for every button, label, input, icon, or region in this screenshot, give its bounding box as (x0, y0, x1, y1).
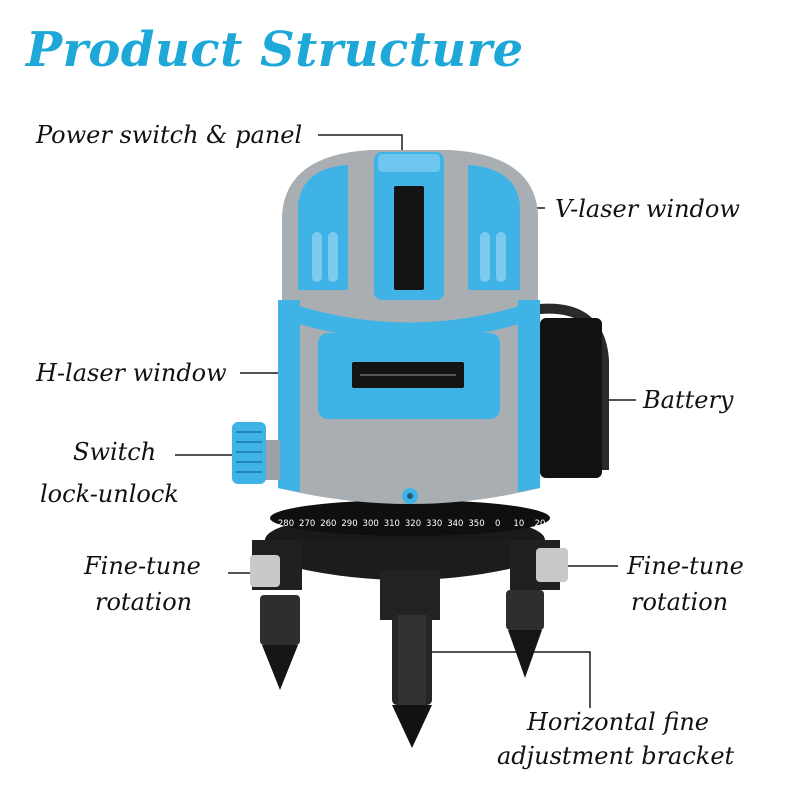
main-body (278, 300, 540, 504)
label-lock-unlock: lock-unlock (40, 480, 179, 508)
dial-tick-label: 350 (468, 519, 484, 529)
rotation-dial: 280 270 260 290 300 310 320 330 340 350 0 10 20 (270, 500, 550, 536)
dial-tick-label: 330 (426, 519, 442, 529)
label-v-laser-window: V-laser window (555, 195, 740, 223)
label-adjustment-bracket: adjustment bracket (497, 742, 735, 770)
dial-tick-label: 280 (278, 519, 294, 529)
dial-tick-label: 0 (495, 519, 500, 529)
label-rotation-left: rotation (95, 588, 193, 616)
label-power-switch: Power switch & panel (36, 121, 303, 149)
dial-tick-label: 320 (405, 519, 421, 529)
dial-tick-label: 270 (299, 519, 315, 529)
leader-bracket (425, 651, 591, 708)
label-fine-tune-right: Fine-tune (627, 552, 744, 580)
dial-tick-label: 10 (513, 519, 524, 529)
dial-tick-label: 310 (384, 519, 400, 529)
label-switch: Switch (73, 438, 157, 466)
label-rotation-right: rotation (631, 588, 729, 616)
dial-tick-label: 300 (363, 519, 379, 529)
fine-tune-knobs (250, 548, 568, 587)
dial-tick-label: 260 (320, 519, 336, 529)
top-dome (282, 150, 538, 300)
dial-tick-label: 20 (535, 519, 546, 529)
power-panel (378, 154, 440, 172)
switch-knob (232, 422, 280, 484)
label-horizontal-fine: Horizontal fine (527, 708, 710, 736)
v-laser-window (394, 186, 424, 290)
page-title: Product Structure (26, 22, 524, 78)
dial-tick-label: 340 (447, 519, 463, 529)
feet (260, 590, 544, 748)
label-battery: Battery (643, 386, 734, 414)
label-h-laser-window: H-laser window (36, 359, 227, 387)
dial-tick-label: 290 (341, 519, 357, 529)
label-fine-tune-left: Fine-tune (84, 552, 201, 580)
